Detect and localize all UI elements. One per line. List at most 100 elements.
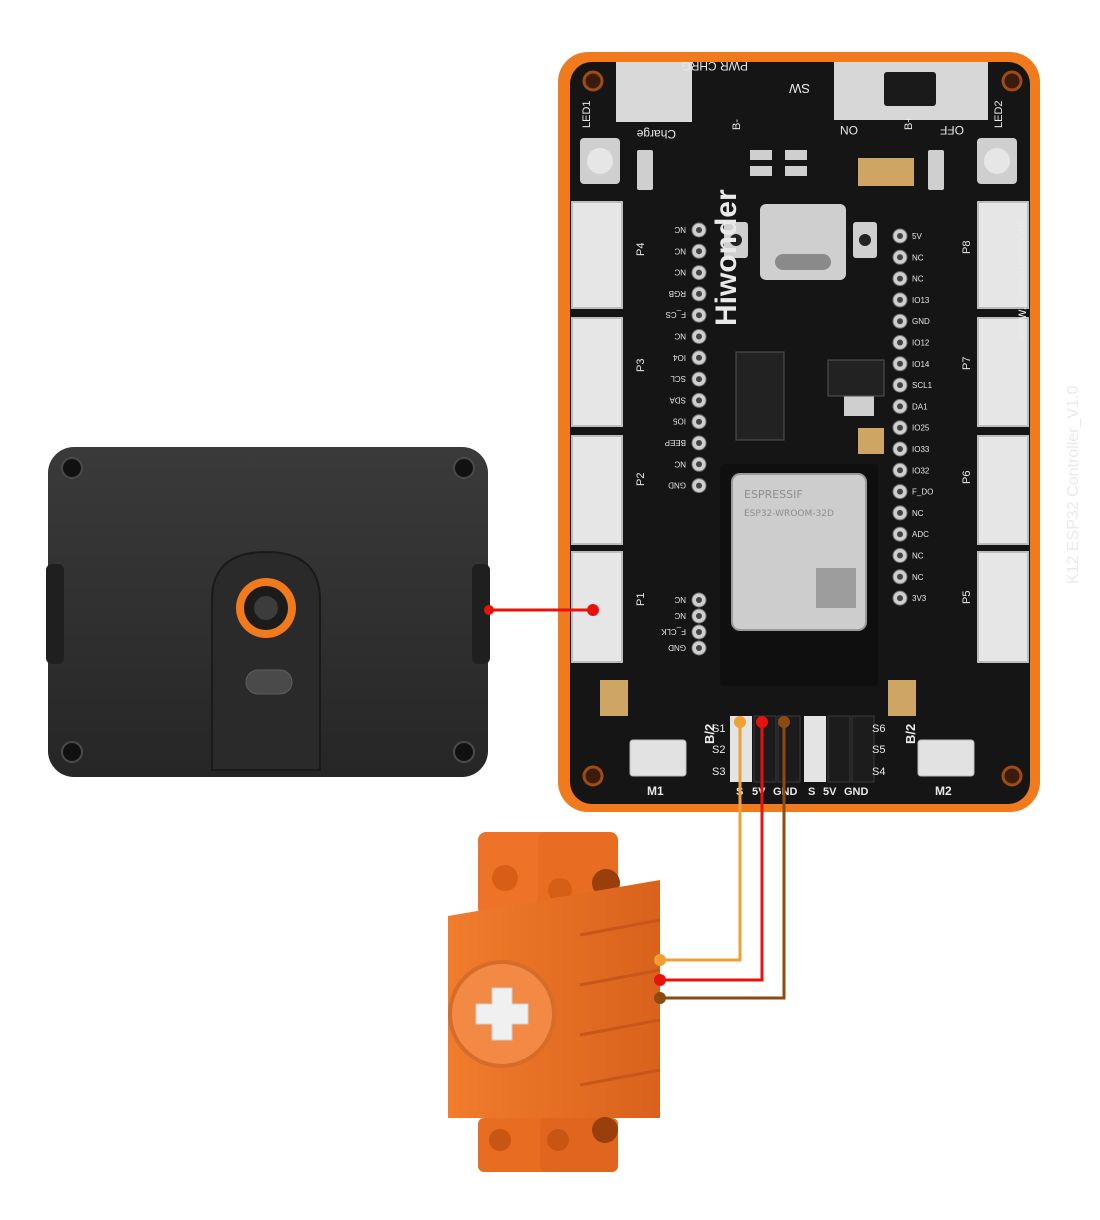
motor-port-m1 — [629, 739, 687, 777]
module-vendor: ESPRESSIF — [744, 488, 803, 501]
pin-label: IO14 — [912, 360, 930, 369]
pin-label: IO32 — [912, 466, 930, 475]
switch-knob — [884, 72, 936, 106]
module-part: ESP32-WROOM-32D — [744, 509, 834, 519]
pin-hole-center — [696, 354, 702, 361]
pin-label: F_CS — [666, 310, 686, 319]
pin-hole-center — [897, 275, 903, 282]
header-label-5v-2: 5V — [823, 786, 837, 798]
port-p5 — [977, 551, 1029, 663]
pin-hole-center — [696, 227, 702, 233]
header-label-5v: 5V — [752, 786, 766, 798]
label-led1: LED1 — [581, 100, 593, 128]
camera-lens-icon — [254, 596, 278, 620]
controller-board: NCNCNCRGBF_CSNCIO4SCLSDAIO5BEEPNCGNDNCNC… — [558, 52, 1082, 812]
pin-hole-center — [696, 629, 702, 635]
pin-hole-center — [897, 509, 903, 516]
pin-label: NC — [674, 611, 686, 620]
pin-label: NC — [912, 275, 924, 284]
label-pwr-chrg: PWR CHRG — [681, 59, 748, 73]
label-b2-right: B/2 — [903, 724, 918, 744]
pin-label: F_DO — [912, 488, 933, 497]
label-p3: P3 — [635, 359, 647, 372]
wire-signal — [660, 724, 742, 962]
wires — [489, 608, 786, 1000]
pin-label: 3V3 — [912, 594, 927, 603]
pin-label: 5V — [912, 232, 922, 241]
pin-label: NC — [912, 509, 924, 518]
label-m2: M2 — [935, 784, 952, 798]
pin-label: NC — [674, 225, 686, 234]
servo-header-right — [804, 715, 875, 783]
pin-label: SCL — [670, 374, 686, 383]
pin-hole-center — [897, 318, 903, 325]
label-s6: S6 — [872, 723, 885, 735]
pcb — [570, 62, 1030, 804]
label-s2: S2 — [712, 744, 725, 756]
label-p7: P7 — [961, 357, 973, 370]
label-m1: M1 — [647, 784, 664, 798]
port-p4 — [571, 201, 623, 309]
pin-hole-center — [897, 467, 903, 474]
screw-icon — [61, 457, 475, 763]
label-s4: S4 — [872, 766, 885, 778]
pin-label: NC — [674, 246, 686, 255]
label-p5: P5 — [961, 591, 973, 604]
pin-label: NC — [674, 595, 686, 604]
pin-hole-center — [897, 446, 903, 452]
pin-label: NC — [912, 552, 924, 561]
label-led2: LED2 — [993, 100, 1005, 128]
pin-label: IO25 — [912, 424, 930, 433]
pin-label: F_CLK — [660, 627, 686, 636]
header-label-gnd-2: GND — [844, 786, 869, 798]
pin-hole-center — [897, 233, 903, 239]
pin-label: IO13 — [912, 296, 930, 305]
port-p2 — [571, 435, 623, 545]
pin-label: GND — [912, 317, 930, 326]
label-s5: S5 — [872, 744, 885, 756]
wire-endpoints — [484, 604, 790, 1004]
qr-code-icon — [816, 568, 856, 608]
label-p8: P8 — [961, 241, 973, 254]
servo-horn-icon — [475, 987, 529, 1041]
side-connectors — [571, 201, 1029, 663]
mounting-hole-icon — [582, 70, 1023, 787]
pin-hole-center — [696, 290, 702, 297]
pin-hole-center — [696, 418, 702, 425]
pin-hole-center — [897, 424, 903, 431]
pin-hole-center — [897, 382, 903, 389]
pin-label: IO12 — [912, 339, 930, 348]
pin-hole-center — [897, 531, 903, 538]
label-off: OFF — [940, 123, 964, 137]
pin-hole-center — [696, 269, 702, 276]
pin-hole-center — [696, 645, 702, 651]
pin-hole-center — [696, 440, 702, 446]
pin-label: NC — [674, 332, 686, 341]
pin-label: GND — [668, 643, 686, 652]
pin-label: GND — [668, 481, 686, 490]
port-p8 — [977, 201, 1029, 309]
port-p3 — [571, 317, 623, 427]
sensor-window — [245, 669, 293, 695]
board-model: K12 ESP32 Controller_V1.0 — [1065, 386, 1082, 584]
pin-hole-center — [897, 552, 903, 559]
pin-label: NC — [912, 253, 924, 262]
pin-hole-center — [696, 597, 702, 603]
port-p6 — [977, 435, 1029, 545]
label-p1: P1 — [635, 593, 647, 606]
pin-hole-center — [897, 360, 903, 367]
pin-hole-center — [897, 254, 903, 261]
label-charge: Charge — [636, 127, 676, 141]
pin-label: NC — [912, 573, 924, 582]
pin-label: BEEP — [665, 438, 686, 447]
charge-port — [616, 62, 692, 122]
wire-power — [660, 724, 764, 982]
pin-hole-center — [897, 595, 903, 602]
motor-port-m2 — [917, 739, 975, 777]
header-label-s-2: S — [808, 786, 815, 798]
label-s3: S3 — [712, 766, 725, 778]
brand-logo: Hiwonder — [710, 189, 743, 326]
label-on: ON — [840, 123, 858, 137]
pin-label: IO4 — [673, 353, 686, 362]
pin-hole-center — [897, 488, 903, 495]
